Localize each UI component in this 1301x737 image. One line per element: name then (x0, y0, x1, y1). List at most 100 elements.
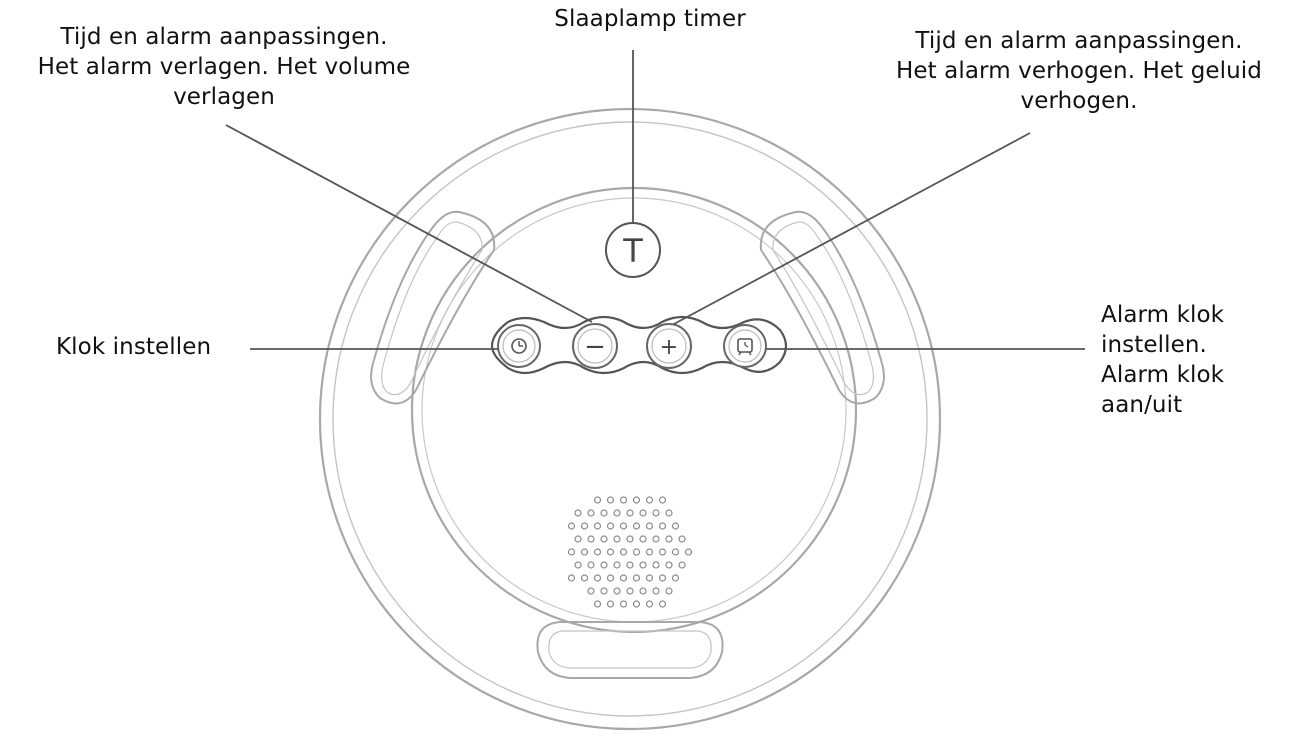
label-line: Het alarm verlagen. Het volume (37, 54, 411, 80)
speaker-hole (619, 496, 628, 504)
plus-button[interactable]: + (646, 323, 692, 369)
speaker-hole (632, 548, 641, 556)
speaker-hole (678, 535, 686, 543)
speaker-hole (671, 548, 680, 556)
speaker-hole (671, 574, 680, 582)
speaker-hole (645, 600, 654, 608)
speaker-hole (665, 561, 673, 569)
label-line: Alarm klok (1101, 302, 1225, 328)
label-line: Tijd en alarm aanpassingen. (60, 24, 388, 50)
speaker-hole (613, 561, 621, 569)
speaker-hole (593, 574, 602, 582)
speaker-hole (606, 522, 615, 530)
label-clock-setting: Klok instellen (56, 332, 211, 362)
label-line: verhogen. (1020, 88, 1138, 114)
speaker-hole (658, 574, 667, 582)
speaker-grille (567, 496, 693, 608)
speaker-hole (671, 522, 680, 530)
speaker-hole (652, 535, 660, 543)
speaker-hole (587, 509, 595, 517)
speaker-hole (606, 548, 615, 556)
label-minus-function: Tijd en alarm aanpassingen. Het alarm ve… (8, 22, 440, 112)
speaker-hole (639, 509, 647, 517)
speaker-hole (593, 600, 602, 608)
speaker-hole (587, 561, 595, 569)
speaker-hole (684, 548, 693, 556)
speaker-hole (645, 496, 654, 504)
speaker-hole (678, 561, 686, 569)
button-cluster (490, 315, 788, 375)
speaker-hole (645, 522, 654, 530)
speaker-hole (626, 587, 634, 595)
speaker-hole (665, 535, 673, 543)
speaker-hole (658, 600, 667, 608)
speaker-hole (600, 561, 608, 569)
speaker-hole (645, 548, 654, 556)
minus-icon: − (584, 332, 606, 362)
speaker-hole (593, 496, 602, 504)
label-line: instellen. (1101, 332, 1207, 358)
speaker-hole (632, 496, 641, 504)
speaker-hole (639, 561, 647, 569)
timer-icon: T (622, 232, 643, 270)
speaker-hole (665, 509, 673, 517)
speaker-hole (665, 587, 673, 595)
speaker-hole (587, 535, 595, 543)
speaker-hole (606, 600, 615, 608)
speaker-hole (619, 600, 628, 608)
speaker-hole (613, 535, 621, 543)
minus-button[interactable]: − (572, 323, 618, 369)
speaker-hole (626, 509, 634, 517)
speaker-hole (600, 509, 608, 517)
speaker-hole (567, 574, 576, 582)
speaker-hole (574, 509, 582, 517)
speaker-hole (593, 548, 602, 556)
speaker-hole (619, 548, 628, 556)
plus-icon: + (660, 335, 678, 360)
clock-icon (511, 338, 527, 354)
left-light-slot (370, 210, 496, 405)
speaker-hole (619, 574, 628, 582)
speaker-hole (652, 587, 660, 595)
speaker-hole (613, 509, 621, 517)
speaker-hole (658, 522, 667, 530)
speaker-hole (652, 561, 660, 569)
speaker-hole (632, 574, 641, 582)
speaker-hole (639, 535, 647, 543)
label-timer: Slaaplamp timer (520, 4, 780, 34)
speaker-hole (613, 587, 621, 595)
bottom-light-slot (536, 621, 724, 679)
outer-ring-inner (332, 121, 928, 717)
speaker-hole (593, 522, 602, 530)
leader-line-plus (673, 132, 1031, 325)
speaker-hole (567, 522, 576, 530)
speaker-hole (574, 535, 582, 543)
leader-lines (225, 50, 1085, 350)
speaker-hole (567, 548, 576, 556)
speaker-hole (645, 574, 654, 582)
speaker-hole (600, 535, 608, 543)
inner-face (410, 186, 858, 634)
speaker-hole (580, 548, 589, 556)
speaker-hole (580, 574, 589, 582)
label-line: Klok instellen (56, 334, 212, 360)
speaker-hole (587, 587, 595, 595)
speaker-hole (574, 561, 582, 569)
label-line: Het alarm verhogen. Het geluid (895, 58, 1262, 84)
alarm-button[interactable] (723, 324, 767, 368)
outer-ring (318, 107, 942, 731)
speaker-hole (606, 574, 615, 582)
label-line: Slaaplamp timer (554, 6, 746, 32)
speaker-hole (632, 600, 641, 608)
alarm-clock-icon (737, 338, 753, 356)
speaker-hole (626, 561, 634, 569)
timer-button[interactable]: T (605, 222, 661, 278)
label-line: aan/uit (1101, 392, 1183, 418)
speaker-hole (600, 587, 608, 595)
label-alarm-setting: Alarm klok instellen. Alarm klok aan/uit (1101, 300, 1224, 420)
label-line: verlagen (173, 84, 275, 110)
speaker-hole (658, 496, 667, 504)
clock-button[interactable] (497, 324, 541, 368)
